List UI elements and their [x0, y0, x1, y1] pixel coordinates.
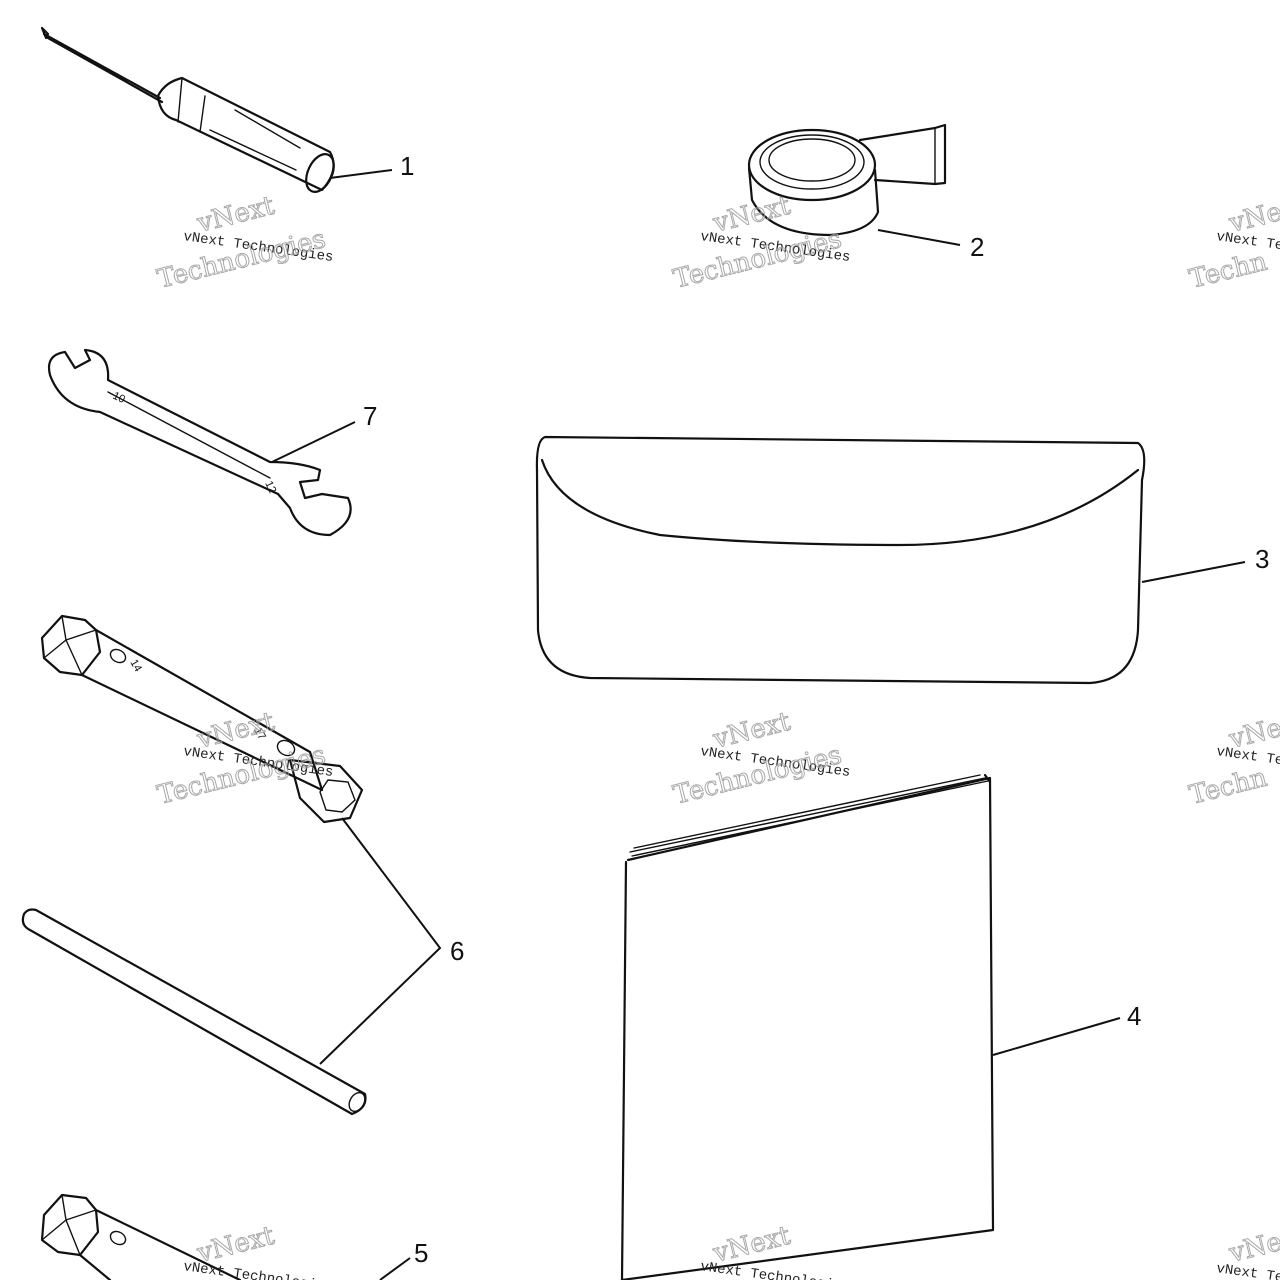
- watermark-bottom-right: vNext vNext Te: [1215, 1220, 1280, 1280]
- watermark-large: Technologies: [670, 740, 844, 811]
- spark-plug-wrench: [40, 1193, 242, 1280]
- leader-2: [877, 229, 961, 246]
- callout-1: 1: [400, 151, 414, 181]
- tape-roll: [747, 123, 947, 237]
- callout-2: 2: [970, 232, 984, 262]
- tool-pouch: [535, 435, 1146, 685]
- callout-6: 6: [450, 936, 464, 966]
- watermark-small: vNext Technologies: [182, 1259, 334, 1280]
- watermark-top-center: vNext vNext Technologies Technologies: [670, 190, 851, 295]
- leader-4: [992, 1017, 1121, 1056]
- watermark-brand: vNext: [1225, 1221, 1280, 1269]
- watermark-bottom-left: vNext vNext Technologies: [182, 1220, 334, 1280]
- socket-wrench: 14 17: [40, 614, 364, 824]
- watermark-large-cut: Techn: [1186, 247, 1270, 295]
- socket-size-17: 17: [251, 726, 268, 743]
- callout-4: 4: [1127, 1001, 1141, 1031]
- manual-booklet: [620, 773, 995, 1280]
- leader-1: [329, 169, 393, 179]
- watermark-top-right: vNext vNext Te Techn: [1186, 190, 1280, 295]
- tommy-bar: [21, 908, 367, 1116]
- watermark-small: vNext Technologies: [699, 1259, 851, 1280]
- watermark-mid-right: vNext vNext Te Techn: [1186, 706, 1280, 811]
- callout-5: 5: [414, 1238, 428, 1268]
- callout-3: 3: [1255, 544, 1269, 574]
- watermark-large-cut: Techn: [1186, 763, 1270, 811]
- wrench-size-12: 12: [262, 479, 278, 495]
- leader-3: [1141, 561, 1246, 583]
- leader-7: [271, 421, 356, 463]
- callouts: 1 2 3 4 5 6 7: [363, 151, 1269, 1268]
- leader-6: [319, 817, 442, 1065]
- watermark-mid-center: vNext vNext Technologies Technologies: [670, 706, 851, 811]
- wrench-size-10: 10: [111, 390, 127, 406]
- screwdriver: [40, 26, 335, 193]
- leader-5: [379, 1257, 411, 1280]
- wrench: 10 12: [47, 348, 352, 537]
- watermark-bottom-center: vNext vNext Technologies: [699, 1220, 851, 1280]
- leader-lines: [271, 169, 1246, 1280]
- callout-7: 7: [363, 401, 377, 431]
- watermark-large: Technologies: [670, 224, 844, 295]
- watermark-top-left: vNext vNext Technologies Technologies: [154, 190, 334, 295]
- watermark-large: Technologies: [154, 224, 328, 295]
- socket-size-14: 14: [127, 658, 144, 675]
